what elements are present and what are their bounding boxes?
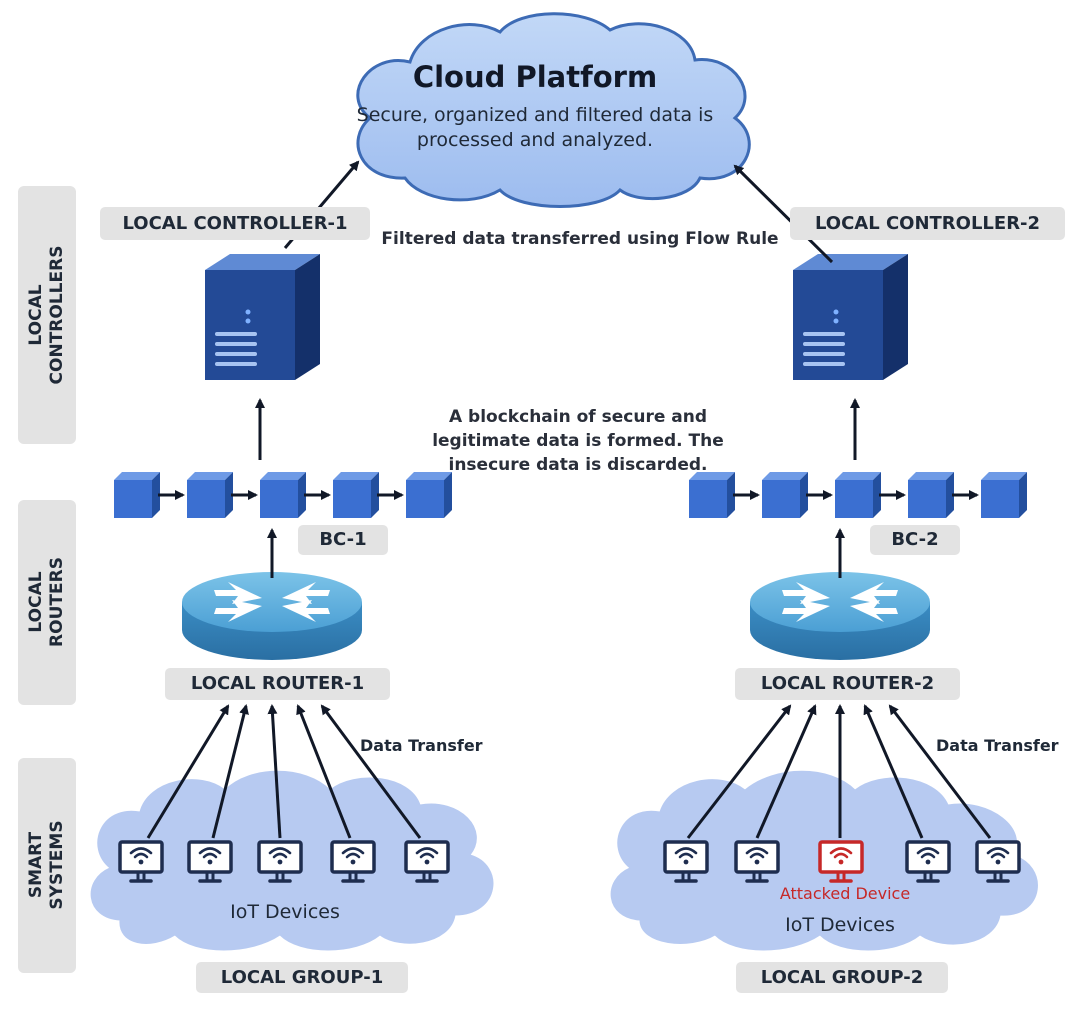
layer-label-smart-systems: SMART SYSTEMS [26,820,67,910]
block-icon [260,472,306,518]
iot-devices-label-2: IoT Devices [785,914,895,936]
block-icon [835,472,881,518]
server-icon [205,254,320,380]
block-icon [908,472,954,518]
data-transfer-label-1: Data Transfer [360,736,483,755]
flow-rule-annotation: Filtered data transferred using Flow Rul… [381,229,779,249]
cloud-platform-shape [356,12,751,208]
layer-tab-local-routers [18,500,76,705]
local-router-1-label: LOCAL ROUTER-1 [165,668,390,700]
arrows [146,160,992,839]
local-controller-1-label: LOCAL CONTROLLER-1 [100,207,370,240]
bc-1-label: BC-1 [298,525,388,555]
block-icon [114,472,160,518]
local-group-1-label: LOCAL GROUP-1 [196,962,408,993]
layer-label-local-routers: LOCAL ROUTERS [26,557,67,647]
local-group-2-label: LOCAL GROUP-2 [736,962,948,993]
bc-2-label: BC-2 [870,525,960,555]
blockchain-annotation: A blockchain of secure and legitimate da… [432,407,724,475]
block-icon [762,472,808,518]
block-icon [333,472,379,518]
local-controller-2-label: LOCAL CONTROLLER-2 [790,207,1065,240]
layer-label-local-controllers: LOCAL CONTROLLERS [26,245,67,385]
cloud-platform-description: Secure, organized and filtered data is p… [356,104,714,151]
router-icon [750,572,930,660]
router-icon [182,572,362,660]
iot-devices-label-1: IoT Devices [230,901,340,923]
attacked-device-label: Attacked Device [779,884,911,903]
block-icon [981,472,1027,518]
block-icon [689,472,735,518]
cloud-platform-title: Cloud Platform [412,60,658,94]
block-icon [406,472,452,518]
local-router-2-label: LOCAL ROUTER-2 [735,668,960,700]
layer-tab-local-controllers [18,186,76,444]
block-icon [187,472,233,518]
data-transfer-label-2: Data Transfer [936,736,1059,755]
layer-tab-smart-systems [18,758,76,973]
server-icon [793,254,908,380]
